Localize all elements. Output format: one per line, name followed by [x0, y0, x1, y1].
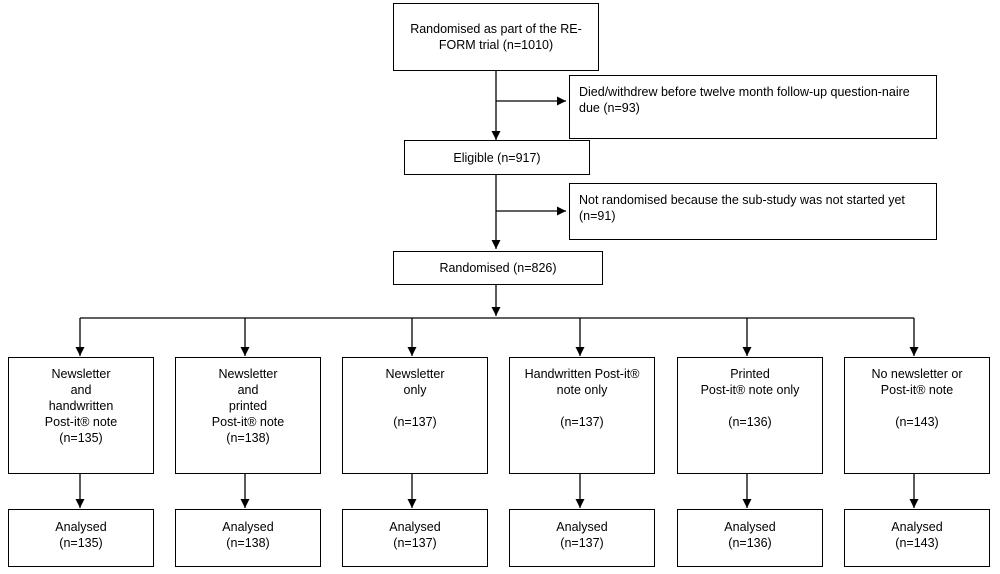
randomised-trial-text: Randomised as part of the RE-FORM trial … [410, 22, 582, 52]
analysed-label-line: Analysed [724, 520, 776, 534]
arm-label-line: Handwritten Post-it® [524, 367, 640, 381]
analysed-label-line: Analysed [222, 520, 274, 534]
analysed-label-line: Analysed [891, 520, 943, 534]
analysed-label-line: Analysed [55, 520, 107, 534]
arm-label-line: (n=137) [393, 415, 437, 429]
randomised-text: Randomised (n=826) [439, 261, 557, 275]
arm-label-line: Newsletter [385, 367, 445, 381]
arm-label-line: (n=136) [728, 415, 772, 429]
arm-label-line: (n=137) [560, 415, 604, 429]
arm-label-line: and [70, 383, 92, 397]
died-withdrew-text: Died/withdrew before twelve month follow… [579, 85, 910, 115]
randomised-box: Randomised (n=826) [393, 251, 603, 285]
arm-label-line: only [403, 383, 427, 397]
arm-label-line: Post-it® note [211, 415, 285, 429]
analysed-box: Analysed (n=143) [844, 509, 990, 567]
analysed-box: Analysed (n=137) [509, 509, 655, 567]
analysed-label-line: (n=137) [560, 536, 604, 550]
not-randomised-text: Not randomised because the sub-study was… [579, 193, 905, 223]
analysed-label-line: Analysed [389, 520, 441, 534]
died-withdrew-box: Died/withdrew before twelve month follow… [569, 75, 937, 139]
arm-label-line: Newsletter [51, 367, 111, 381]
eligible-box: Eligible (n=917) [404, 140, 590, 175]
eligible-text: Eligible (n=917) [453, 150, 541, 165]
arm-label-line: printed [228, 399, 268, 413]
arm-box: Handwritten Post-it® note only (n=137) [509, 357, 655, 474]
analysed-box: Analysed (n=138) [175, 509, 321, 567]
not-randomised-box: Not randomised because the sub-study was… [569, 183, 937, 240]
analysed-label-line: (n=137) [393, 536, 437, 550]
arm-label-line: (n=143) [895, 415, 939, 429]
analysed-label-line: (n=138) [226, 536, 270, 550]
arm-box: Newsletter only (n=137) [342, 357, 488, 474]
arm-label-line: note only [556, 383, 608, 397]
arm-label-line: Post-it® note [880, 383, 954, 397]
arm-label-line: Post-it® note only [700, 383, 800, 397]
arm-label-line: handwritten [48, 399, 114, 413]
analysed-label-line: Analysed [556, 520, 608, 534]
analysed-box: Analysed (n=135) [8, 509, 154, 567]
randomised-trial-box: Randomised as part of the RE-FORM trial … [393, 3, 599, 71]
analysed-box: Analysed (n=136) [677, 509, 823, 567]
analysed-label-line: (n=135) [59, 536, 103, 550]
arm-box: No newsletter or Post-it® note (n=143) [844, 357, 990, 474]
arm-label-line: (n=135) [59, 431, 103, 445]
arm-label-line: (n=138) [226, 431, 270, 445]
arm-label-line: No newsletter or [871, 367, 963, 381]
analysed-label-line: (n=143) [895, 536, 939, 550]
arm-label-line: Post-it® note [44, 415, 118, 429]
arm-label-line: Newsletter [218, 367, 278, 381]
arm-label-line: and [237, 383, 259, 397]
analysed-label-line: (n=136) [728, 536, 772, 550]
arm-label-line: Printed [730, 367, 770, 381]
analysed-box: Analysed (n=137) [342, 509, 488, 567]
